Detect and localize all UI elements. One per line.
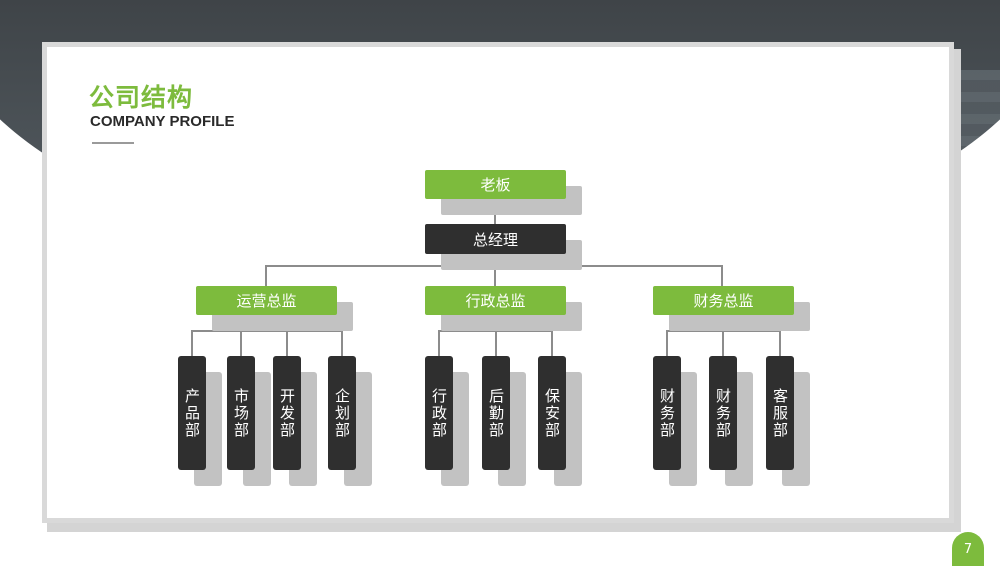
director-node-operations: 运营总监 — [196, 286, 337, 315]
department-node: 财务部 — [653, 356, 681, 470]
connector-group-2-drop — [495, 330, 497, 356]
connector-group-3-drop — [722, 330, 724, 356]
department-node: 后勤部 — [482, 356, 510, 470]
connector-director-3 — [721, 265, 723, 286]
department-label: 行政部 — [430, 387, 448, 439]
page-number: 7 — [952, 532, 984, 566]
department-label: 开发部 — [278, 387, 296, 439]
director-node-admin: 行政总监 — [425, 286, 566, 315]
department-label: 财务部 — [714, 387, 732, 439]
department-node: 企划部 — [328, 356, 356, 470]
connector-director-2 — [494, 265, 496, 286]
department-label: 市场部 — [232, 387, 250, 439]
department-label: 保安部 — [543, 387, 561, 439]
connector-group-3-drop — [779, 330, 781, 356]
department-node: 客服部 — [766, 356, 794, 470]
department-node: 财务部 — [709, 356, 737, 470]
connector-group-3-drop — [666, 330, 668, 356]
connector-group-1-drop — [286, 330, 288, 356]
department-node: 行政部 — [425, 356, 453, 470]
page-subtitle: COMPANY PROFILE — [90, 113, 235, 130]
department-node: 开发部 — [273, 356, 301, 470]
connector-group-2-drop — [551, 330, 553, 356]
gm-node: 总经理 — [425, 224, 566, 254]
department-node: 市场部 — [227, 356, 255, 470]
department-label: 产品部 — [183, 387, 201, 439]
connector-group-1-drop — [240, 330, 242, 356]
connector-group-1-bus — [191, 330, 343, 332]
department-label: 财务部 — [658, 387, 676, 439]
connector-group-1-drop — [341, 330, 343, 356]
director-node-finance: 财务总监 — [653, 286, 794, 315]
department-node: 产品部 — [178, 356, 206, 470]
department-label: 后勤部 — [487, 387, 505, 439]
title-divider — [92, 142, 134, 144]
department-node: 保安部 — [538, 356, 566, 470]
page-title: 公司结构 — [89, 83, 194, 112]
department-label: 企划部 — [333, 387, 351, 439]
connector-group-2-drop — [438, 330, 440, 356]
connector-director-1 — [265, 265, 267, 286]
connector-group-1-drop — [191, 330, 193, 356]
boss-node: 老板 — [425, 170, 566, 199]
department-label: 客服部 — [771, 387, 789, 439]
